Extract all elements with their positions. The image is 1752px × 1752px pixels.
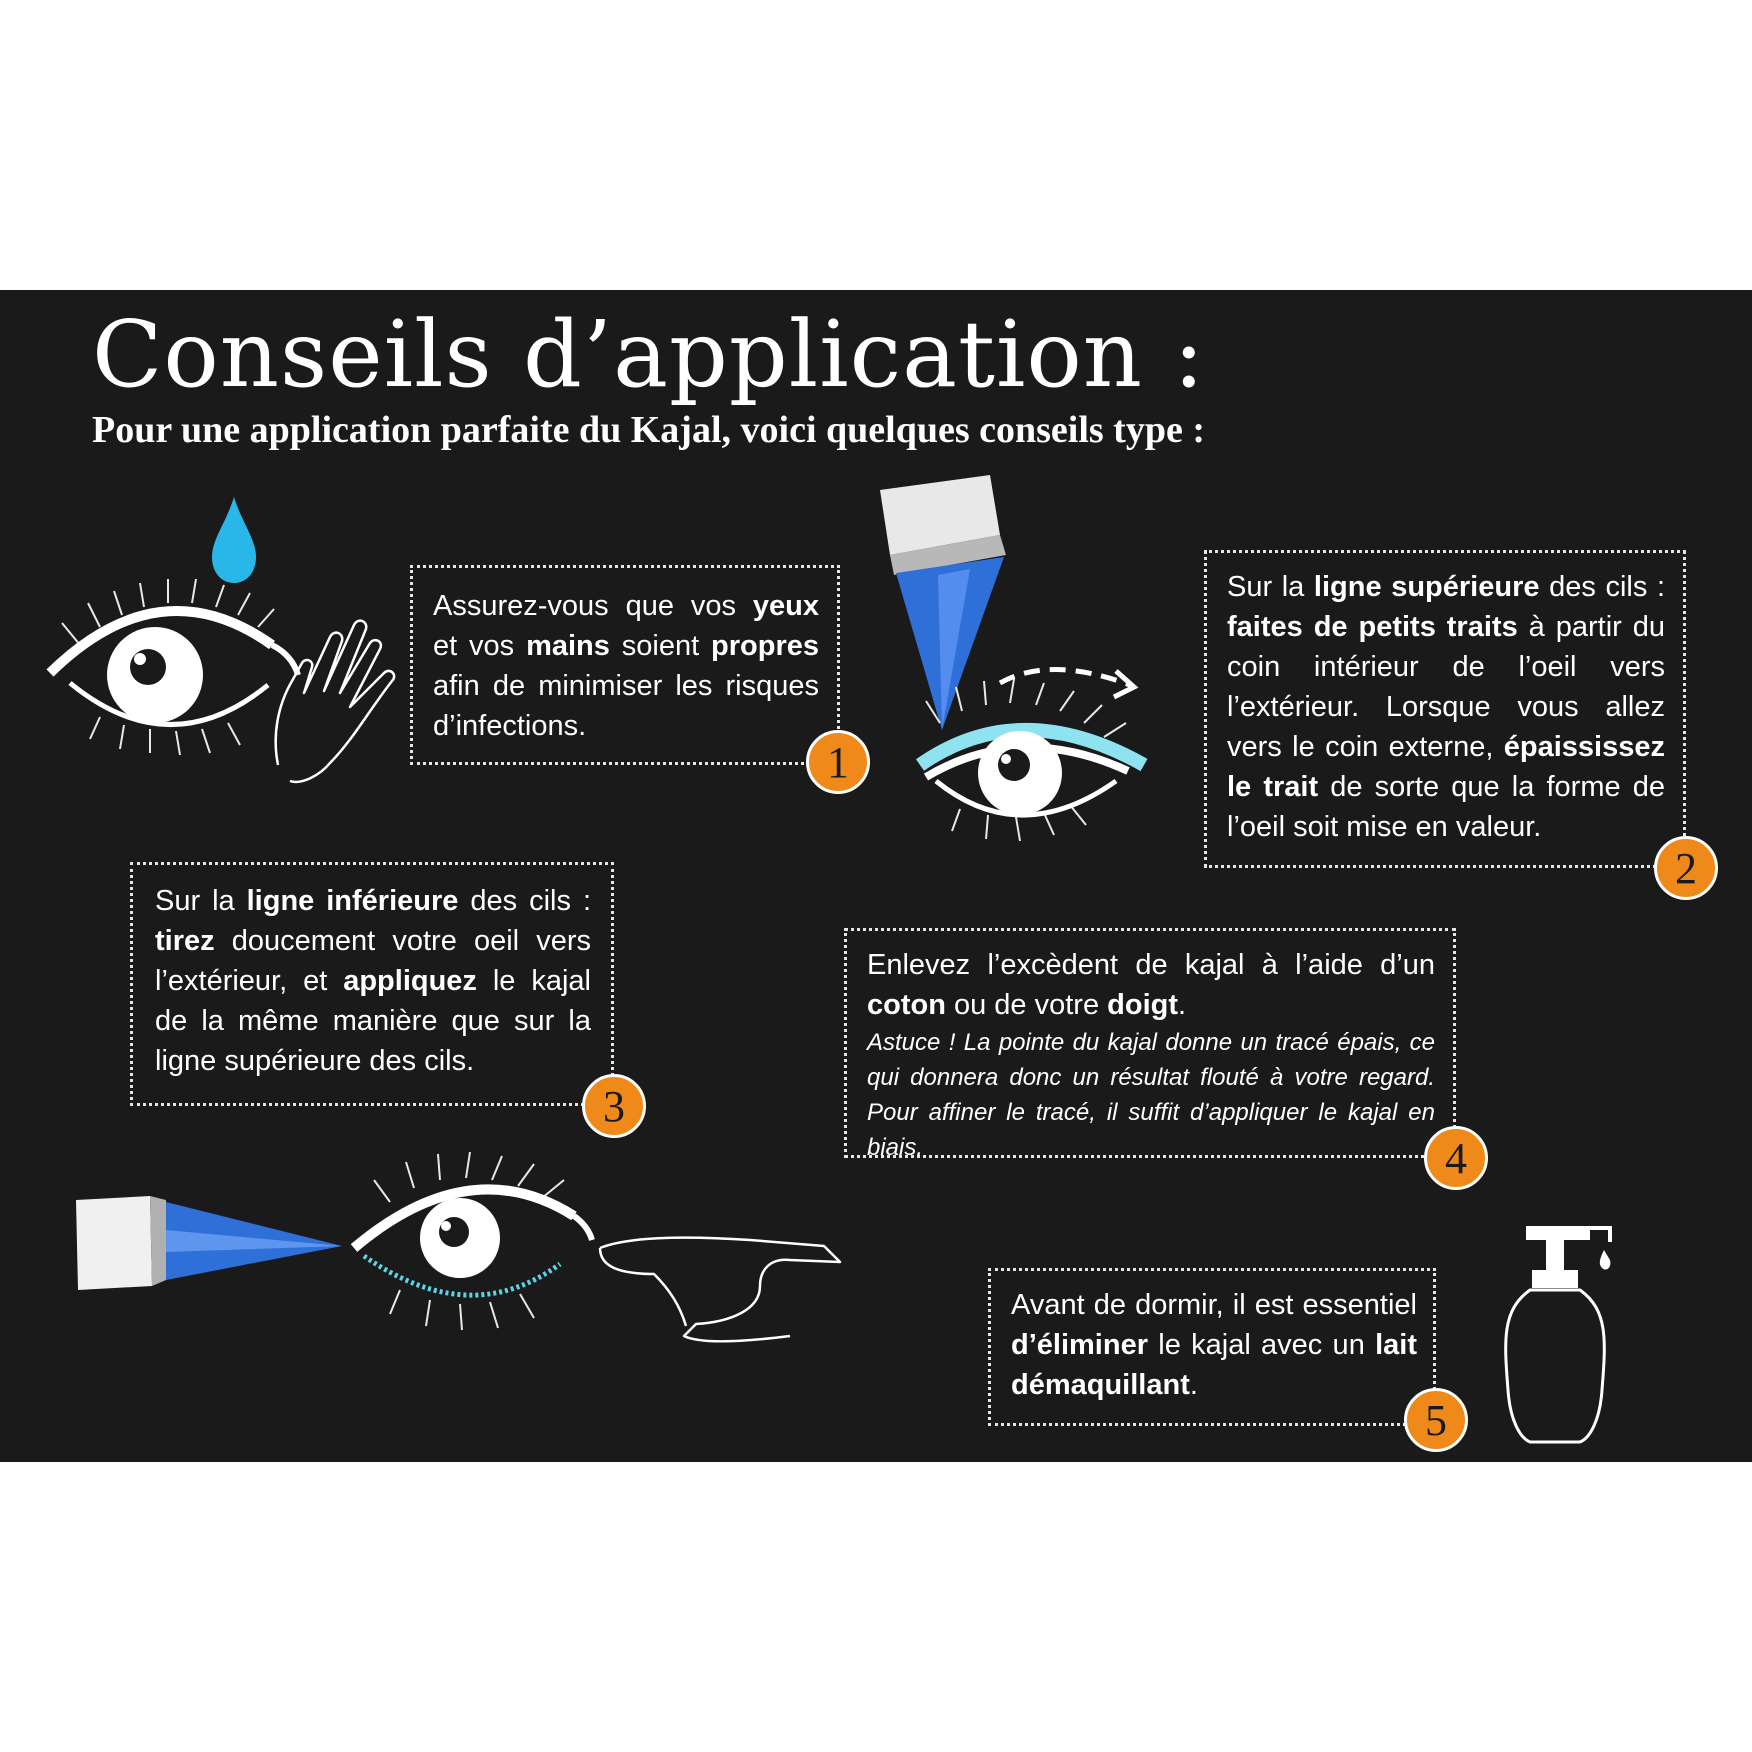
tip-emphasis: doigt <box>1107 989 1179 1021</box>
tip-emphasis: appliquez <box>343 965 477 997</box>
tip-note-4: Astuce ! La pointe du kajal donne un tra… <box>867 1029 1435 1161</box>
kajal-pencil-icon <box>880 475 1006 730</box>
kajal-pencil-icon <box>76 1196 342 1290</box>
upper-line-illustration <box>880 475 1148 842</box>
tip-text-1: Assurez-vous que vos yeux et vos mains s… <box>433 586 819 746</box>
tip-box-1: Assurez-vous que vos yeux et vos mains s… <box>410 565 840 765</box>
tip-emphasis: d’éliminer <box>1011 1329 1148 1361</box>
tip-text-segment: . <box>1189 1369 1198 1401</box>
step-badge-4: 4 <box>1424 1126 1488 1190</box>
tip-text-segment: ou de votre <box>945 989 1108 1021</box>
water-drop-icon <box>212 497 256 583</box>
tip-emphasis: épaississez le trait <box>1227 731 1665 803</box>
tip-text-segment: des cils : <box>458 885 591 917</box>
remover-illustration <box>1504 1226 1612 1444</box>
tip-box-4: Enlevez l’excèdent de kajal à l’aide d’u… <box>844 928 1456 1161</box>
page-title: Conseils d’application : <box>92 301 1206 408</box>
tip-emphasis: yeux <box>752 590 819 622</box>
tip-text-4: Enlevez l’excèdent de kajal à l’aide d’u… <box>867 945 1435 1025</box>
tip-box-2: Sur la ligne supérieure des cils : faite… <box>1204 550 1686 868</box>
tip-text-segment: Sur la <box>155 885 247 917</box>
tip-text-3: Sur la ligne inférieure des cils : tirez… <box>155 881 591 1081</box>
tip-text-segment: et vos <box>433 630 527 662</box>
tip-text-segment: à partir du coin intérieur de l’oeil ver… <box>1227 611 1665 763</box>
step-badge-5: 5 <box>1404 1388 1468 1452</box>
tip-text-segment: doucement votre oeil vers l’extérieur, e… <box>155 925 591 997</box>
step-badge-3: 3 <box>582 1074 646 1138</box>
lotion-bottle-icon <box>1504 1226 1612 1444</box>
eye-icon <box>46 578 301 756</box>
finger-icon <box>598 1236 842 1343</box>
tip-emphasis: ligne supérieure <box>1313 571 1540 603</box>
infographic-panel: Conseils d’application : Pour une applic… <box>0 290 1752 1462</box>
tip-emphasis: lait démaquillant <box>1011 1329 1417 1401</box>
eye-icon <box>350 1151 595 1331</box>
tip-text-segment: Assurez-vous que vos <box>433 590 753 622</box>
tip-box-5: Avant de dormir, il est essentiel d’élim… <box>988 1268 1436 1426</box>
step-badge-1: 1 <box>806 730 870 794</box>
tip-emphasis: propres <box>711 630 819 662</box>
hand-icon <box>274 619 396 784</box>
tip-text-segment: des cils : <box>1539 571 1665 603</box>
tip-text-segment: le kajal avec un <box>1148 1329 1376 1361</box>
tip-text-2: Sur la ligne supérieure des cils : faite… <box>1227 567 1665 847</box>
tip-text-segment: de sorte que la forme de l’oeil soit mis… <box>1227 771 1665 843</box>
lower-line-illustration <box>76 1151 842 1343</box>
tip-emphasis: coton <box>867 989 946 1021</box>
tip-emphasis: faites de petits traits <box>1227 611 1518 643</box>
tip-text-segment: . <box>1178 989 1187 1021</box>
tip-text-segment: afin de minimiser les risques d’infectio… <box>433 670 819 742</box>
tip-text-segment: le kajal de la même manière que sur la l… <box>155 965 591 1077</box>
tip-text-segment: Sur la <box>1227 571 1314 603</box>
tip-emphasis: ligne inférieure <box>246 885 459 917</box>
tip-text-5: Avant de dormir, il est essentiel d’élim… <box>1011 1285 1417 1405</box>
tip-text-segment: Enlevez l’excèdent de kajal à l’aide d’u… <box>867 949 1435 981</box>
tip-emphasis: tirez <box>155 925 215 957</box>
page-subtitle: Pour une application parfaite du Kajal, … <box>92 409 1205 451</box>
eye-icon <box>915 678 1148 842</box>
tip-box-3: Sur la ligne inférieure des cils : tirez… <box>130 862 614 1106</box>
clean-eye-illustration <box>46 497 396 784</box>
tip-text-segment: Avant de dormir, il est essentiel <box>1011 1289 1417 1321</box>
tip-text-segment: soient <box>609 630 712 662</box>
arrow-icon <box>998 667 1131 688</box>
tip-emphasis: mains <box>526 630 610 662</box>
step-badge-2: 2 <box>1654 836 1718 900</box>
